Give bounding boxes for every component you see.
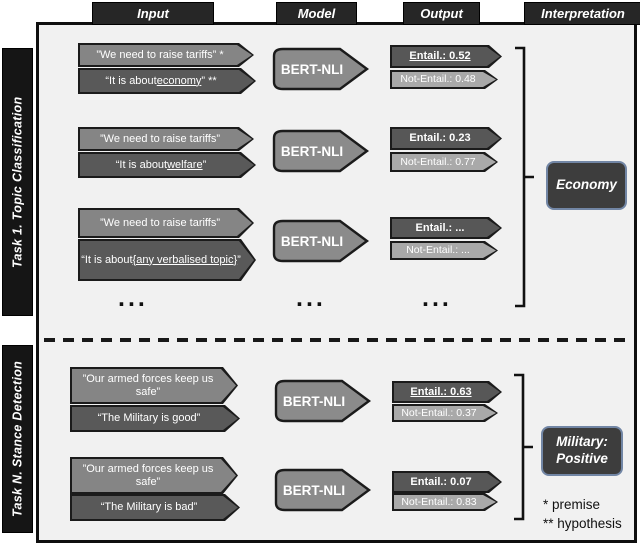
- taskN-row1-entail-score: Entail.: 0.63: [410, 385, 472, 398]
- task1-row1-model-label: BERT-NLI: [280, 61, 344, 77]
- taskN-row1-premise-text: ”Our armed forces keep us safe”: [82, 372, 214, 398]
- task1-row3-premise-text: ”We need to raise tariffs”: [99, 216, 221, 229]
- task-divider: [44, 338, 632, 342]
- sidebar-task1-label: Task 1. Topic Classification: [2, 48, 33, 316]
- task1-row3-entail-score: Entail.: ...: [415, 221, 465, 234]
- task1-row2-hypothesis-text: “It is about welfare”: [115, 158, 207, 171]
- taskN-row2-notentail-arrow: Not-Entail.: 0.83: [392, 493, 498, 511]
- task1-row1-entail-arrow: Entail.: 0.52: [390, 45, 502, 68]
- task1-interpretation-label: Economy: [556, 177, 617, 193]
- task1-row1-hypothesis-arrow: “It is about economy” **: [78, 68, 256, 94]
- taskN-row2-model-label: BERT-NLI: [282, 482, 346, 498]
- column-header-interpretation: Interpretation: [524, 2, 640, 25]
- taskN-row1-model-shape: BERT-NLI: [272, 379, 372, 423]
- taskN-interpretation-line1: Military:: [556, 434, 608, 450]
- task1-interpretation-box: Economy: [546, 161, 627, 210]
- task1-row3-entail-arrow: Entail.: ...: [390, 217, 502, 239]
- column-header-model: Model: [276, 2, 357, 25]
- task1-row3-hypothesis-arrow: “It is about {any verbalised topic}”: [78, 239, 256, 281]
- task1-row2-model-shape: BERT-NLI: [270, 129, 370, 173]
- taskN-row1-premise-arrow: ”Our armed forces keep us safe”: [70, 367, 238, 404]
- taskN-row2-hypothesis-arrow: “The Military is bad”: [70, 494, 240, 521]
- model-ellipsis: ...: [296, 284, 326, 312]
- task1-row1-notentail-arrow: Not-Entail.: 0.48: [390, 70, 498, 89]
- taskN-row2-entail-score: Entail.: 0.07: [410, 475, 472, 488]
- task1-row3-model-label: BERT-NLI: [280, 233, 344, 249]
- task1-row2-notentail-arrow: Not-Entail.: 0.77: [390, 152, 498, 172]
- diagram-frame: [36, 22, 637, 543]
- task1-row3-premise-arrow: ”We need to raise tariffs”: [78, 208, 254, 238]
- task1-row1-premise-arrow: ”We need to raise tariffs” *: [78, 43, 254, 67]
- task1-row3-notentail-arrow: Not-Entail.: ...: [390, 241, 498, 260]
- task1-row3-model-shape: BERT-NLI: [270, 219, 370, 263]
- output-ellipsis: ...: [422, 284, 452, 312]
- taskN-row1-notentail-arrow: Not-Entail.: 0.37: [392, 404, 498, 422]
- taskN-row2-hypothesis-text: “The Military is bad”: [100, 501, 198, 514]
- taskN-row1-hypothesis-text: “The Military is good”: [97, 412, 201, 425]
- task1-row2-notentail-score: Not-Entail.: 0.77: [400, 155, 476, 168]
- taskN-row2-notentail-score: Not-Entail.: 0.83: [401, 495, 477, 508]
- input-ellipsis: ...: [118, 284, 148, 312]
- taskN-row2-premise-text: ”Our armed forces keep us safe”: [82, 462, 214, 488]
- taskN-bracket: [514, 373, 533, 521]
- task1-row2-entail-arrow: Entail.: 0.23: [390, 127, 502, 150]
- task1-row1-premise-text: ”We need to raise tariffs” *: [96, 48, 224, 61]
- task1-row3-notentail-score: Not-Entail.: ...: [406, 244, 470, 257]
- task1-row1-model-shape: BERT-NLI: [270, 47, 370, 91]
- task1-row2-entail-score: Entail.: 0.23: [409, 132, 471, 145]
- task1-row2-model-label: BERT-NLI: [280, 143, 344, 159]
- column-header-output: Output: [403, 2, 480, 25]
- task1-row2-hypothesis-arrow: “It is about welfare”: [78, 152, 256, 178]
- taskN-row1-hypothesis-arrow: “The Military is good”: [70, 405, 240, 432]
- taskN-row1-model-label: BERT-NLI: [282, 393, 346, 409]
- task1-row1-hypothesis-text: “It is about economy” **: [105, 74, 217, 87]
- taskN-interpretation-line2: Positive: [556, 451, 608, 466]
- column-header-input: Input: [92, 2, 214, 25]
- task1-row2-premise-text: ”We need to raise tariffs”: [99, 132, 221, 145]
- footnote-premise: * premise: [543, 497, 601, 512]
- task1-row1-notentail-score: Not-Entail.: 0.48: [400, 73, 476, 86]
- footnote-hypothesis: ** hypothesis: [543, 515, 622, 531]
- taskN-row2-model-shape: BERT-NLI: [272, 468, 372, 512]
- taskN-row1-entail-arrow: Entail.: 0.63: [392, 381, 502, 403]
- taskN-row1-notentail-score: Not-Entail.: 0.37: [401, 406, 477, 419]
- taskN-row2-entail-arrow: Entail.: 0.07: [392, 471, 502, 493]
- task1-row1-entail-score: Entail.: 0.52: [409, 50, 471, 63]
- task1-row3-hypothesis-text: “It is about {any verbalised topic}”: [81, 253, 241, 266]
- task1-row2-premise-arrow: ”We need to raise tariffs”: [78, 127, 254, 151]
- footnote: * premise ** hypothesis: [543, 496, 640, 534]
- sidebar-taskN-label: Task N. Stance Detection: [2, 345, 33, 533]
- task1-bracket: [515, 46, 534, 308]
- taskN-interpretation-box: Military: Positive: [541, 426, 623, 476]
- taskN-row2-premise-arrow: ”Our armed forces keep us safe”: [70, 457, 238, 494]
